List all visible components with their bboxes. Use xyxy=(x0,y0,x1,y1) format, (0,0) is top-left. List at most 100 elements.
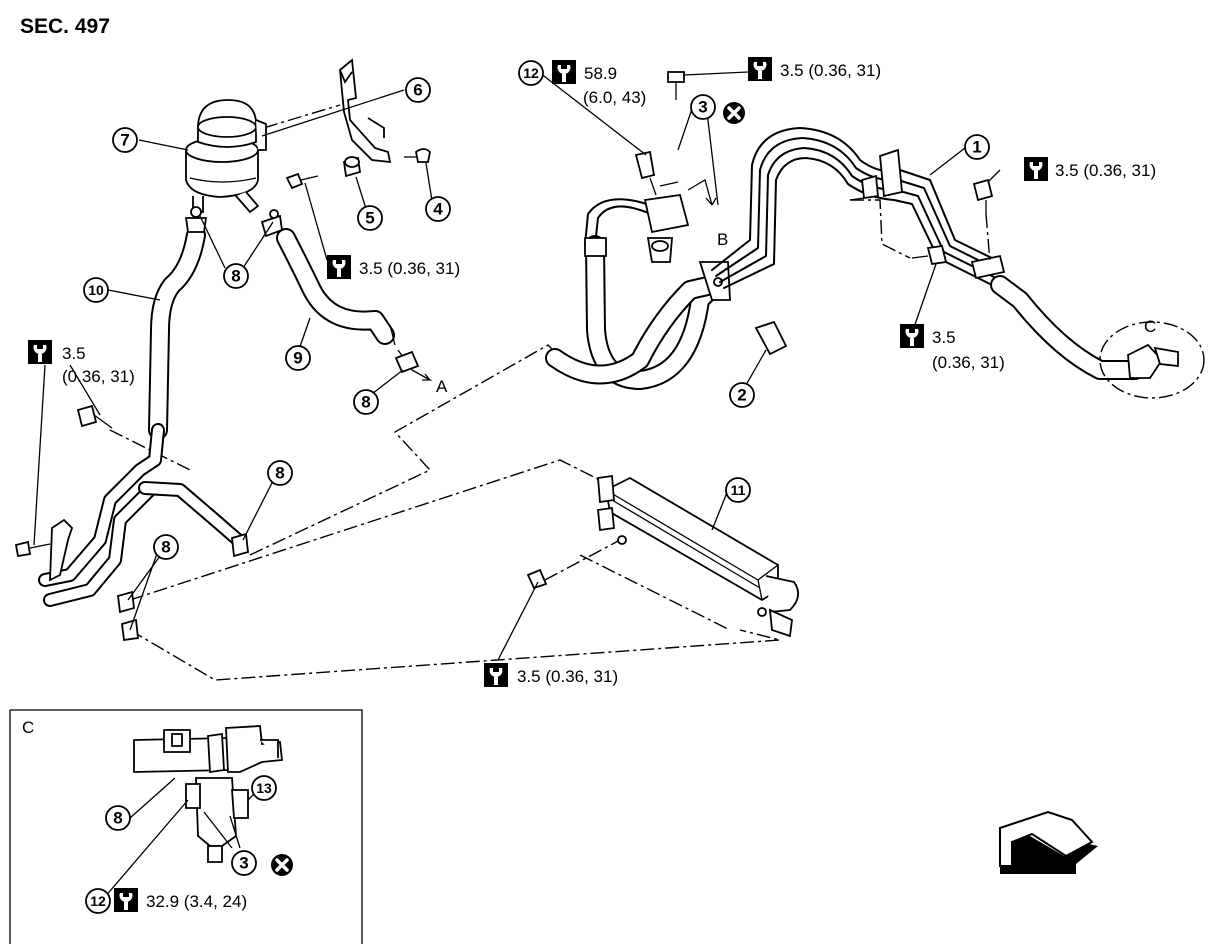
sensor-2 xyxy=(754,320,788,356)
torque-12-top: 58.9 (6.0, 43) xyxy=(552,60,646,107)
svg-text:11: 11 xyxy=(731,482,746,498)
torque-right-bolt: 3.5 (0.36, 31) xyxy=(1024,157,1156,181)
tube-bundle-2 xyxy=(715,137,999,277)
mid-bolt-shank xyxy=(911,255,929,259)
svg-text:1: 1 xyxy=(972,138,981,157)
svg-text:3.5 (0.36, 31): 3.5 (0.36, 31) xyxy=(1055,161,1156,180)
torque-mid-bolt: 3.5 (0.36, 31) xyxy=(327,255,460,279)
suction-hose-fill xyxy=(150,227,204,438)
svg-text:12: 12 xyxy=(523,65,539,81)
svg-text:8: 8 xyxy=(113,809,122,828)
callout-1: 1 xyxy=(964,134,990,160)
b-arrow xyxy=(687,179,717,206)
tube-bracket-right xyxy=(970,254,1006,280)
grommet-nut xyxy=(342,156,362,178)
svg-text:8: 8 xyxy=(275,464,284,483)
right-bolt xyxy=(972,178,994,202)
reservoir-bracket xyxy=(339,58,392,164)
svg-text:58.9: 58.9 xyxy=(584,64,617,83)
callout-8-tank: 8 xyxy=(223,263,249,289)
tube-bundle-4 xyxy=(723,157,995,289)
svg-text:32.9 (3.4, 24): 32.9 (3.4, 24) xyxy=(146,892,247,911)
dash-outline-cooler-top xyxy=(129,459,601,601)
svg-text:4: 4 xyxy=(433,200,443,219)
mid-bolt-dash xyxy=(850,199,911,259)
grommet-bolt xyxy=(404,148,431,163)
svg-text:3: 3 xyxy=(698,98,707,117)
dash-outline-cooler xyxy=(129,629,781,681)
lower-left-bolt xyxy=(14,540,32,558)
letter-a: A xyxy=(436,377,448,396)
torque-left: 3.5 (0.36, 31) xyxy=(28,340,135,386)
svg-text:6: 6 xyxy=(413,81,422,100)
pressure-pipe-top-2 xyxy=(584,198,651,246)
svg-text:12: 12 xyxy=(90,893,106,909)
callout-8-a: 8 xyxy=(353,389,379,415)
pipe-fitting-left xyxy=(584,237,607,257)
callout-8-lower: 8 xyxy=(153,534,179,560)
torque-right-lower: 3.5 (0.36, 31) xyxy=(900,324,1005,372)
pressure-pipe-top xyxy=(594,205,656,246)
callout-12-top: 12 xyxy=(518,60,544,86)
svg-text:7: 7 xyxy=(120,131,129,150)
svg-text:3.5 (0.36, 31): 3.5 (0.36, 31) xyxy=(517,667,618,686)
clamp-lower-1 xyxy=(231,532,249,558)
return-hose-fill xyxy=(278,230,393,343)
svg-text:3.5 (0.36, 31): 3.5 (0.36, 31) xyxy=(359,259,460,278)
svg-text:8: 8 xyxy=(361,393,370,412)
callout-10: 10 xyxy=(83,277,109,303)
oil-cooler xyxy=(597,474,800,638)
front-direction-arrow-icon xyxy=(999,810,1098,874)
left-bolt-upper-shank xyxy=(93,414,113,429)
svg-text:(0.36, 31): (0.36, 31) xyxy=(932,353,1005,372)
letter-c: C xyxy=(1144,317,1156,336)
right-hose-fill xyxy=(992,277,1143,378)
callout-9: 9 xyxy=(285,345,311,371)
detail-c-circle xyxy=(1099,321,1205,399)
svg-text:10: 10 xyxy=(88,282,104,298)
torque-cooler: 3.5 (0.36, 31) xyxy=(484,663,618,687)
detail-c-box: C 8 13 3 12 32.9 (3.4, 24) xyxy=(9,709,363,944)
dash-outline-cooler-bolt xyxy=(544,539,731,631)
reservoir-tank xyxy=(185,99,267,214)
svg-text:13: 13 xyxy=(256,780,272,796)
letter-b: B xyxy=(717,230,728,249)
detail-c-fitting-2 xyxy=(1153,346,1179,368)
clamp-a xyxy=(394,350,420,374)
mid-bolt xyxy=(926,244,948,266)
bracket-bolt xyxy=(285,172,319,190)
lower-left-bracket xyxy=(49,518,74,582)
svg-text:C: C xyxy=(22,718,34,737)
svg-text:8: 8 xyxy=(231,267,240,286)
callout-2: 2 xyxy=(729,382,755,408)
torque-top-bolt: 3.5 (0.36, 31) xyxy=(748,57,881,81)
svg-text:5: 5 xyxy=(365,209,374,228)
section-title: SEC. 497 xyxy=(20,15,110,38)
union-bolt-top-shank xyxy=(649,177,657,196)
pipe-lower-left-2i xyxy=(45,485,155,605)
svg-text:9: 9 xyxy=(293,349,302,368)
tube-mark-dash xyxy=(659,181,865,201)
tube-clamp-2 xyxy=(861,174,879,200)
no-reuse-mark-top xyxy=(721,100,747,126)
pressure-hose-2-fill xyxy=(547,277,720,383)
leader-lines xyxy=(33,71,1001,661)
callout-5: 5 xyxy=(357,205,383,231)
svg-text:(6.0, 43): (6.0, 43) xyxy=(583,88,646,107)
svg-text:3: 3 xyxy=(239,854,248,873)
cooler-bolt xyxy=(526,568,548,590)
svg-text:3.5: 3.5 xyxy=(62,344,86,363)
union-bolt-top xyxy=(634,150,656,180)
detail-c-fitting xyxy=(1127,343,1164,379)
callout-6: 6 xyxy=(405,77,431,103)
right-bolt-dash xyxy=(985,213,991,263)
pressure-pipe-hose-fill xyxy=(587,237,720,388)
callout-4: 4 xyxy=(425,196,451,222)
callout-11: 11 xyxy=(725,477,751,503)
tube-clamp-1 xyxy=(879,148,903,198)
lower-left-bolt-shank xyxy=(29,543,51,549)
callout-3-top: 3 xyxy=(690,94,716,120)
left-bolt-upper xyxy=(76,404,98,428)
dash-outline-tank xyxy=(239,104,341,136)
